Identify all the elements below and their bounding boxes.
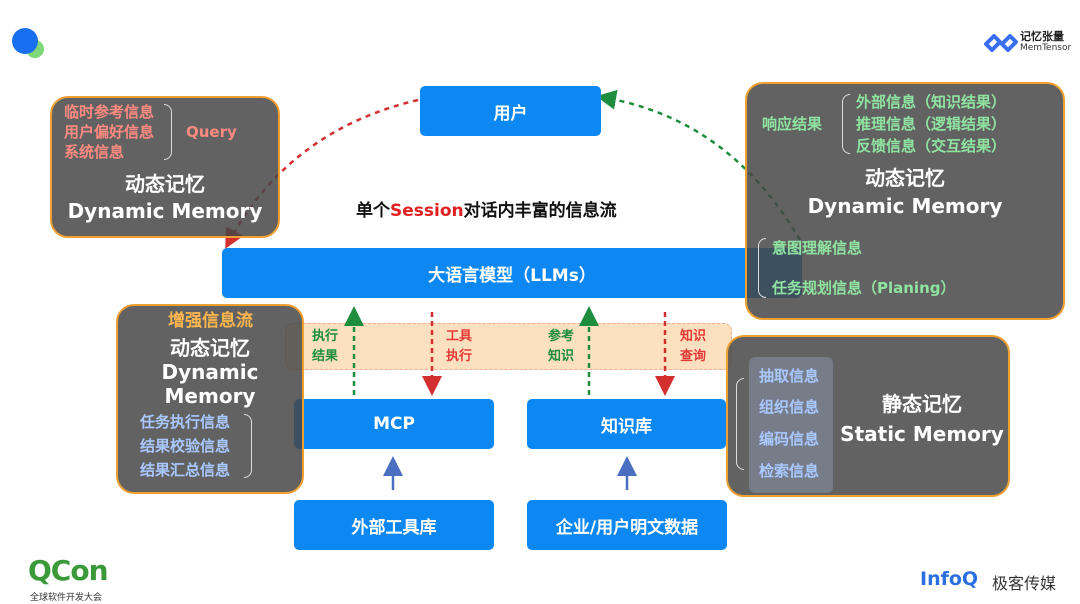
qcon-subtitle: 全球软件开发大会 <box>30 593 103 603</box>
tr-item-0: 外部信息（知识结果） <box>856 93 1007 111</box>
br-brace <box>736 378 744 470</box>
tr-brace-1 <box>842 94 850 154</box>
node-enterprise-data: 企业/用户明文数据 <box>527 500 727 550</box>
overlay-tl-en: Dynamic Memory <box>67 199 263 223</box>
tr-group: 响应结果 <box>762 115 823 133</box>
br-item-2: 编码信息 <box>759 430 820 448</box>
title-highlight: Session <box>390 201 464 221</box>
band-label: 增强信息流 <box>168 311 253 331</box>
flow-label-ref-knowledge: 参考知识 <box>548 329 575 364</box>
tr-item-2: 反馈信息（交互结果） <box>856 137 1007 155</box>
overlay-bl-en1: Dynamic <box>161 360 259 384</box>
overlay-bl-cn: 动态记忆 <box>170 336 250 360</box>
logo-circles <box>12 28 52 60</box>
tr-item-1: 推理信息（逻辑结果） <box>856 115 1007 133</box>
overlay-tr-en: Dynamic Memory <box>807 194 1003 218</box>
diagram-title: 单个Session对话内丰富的信息流 <box>356 196 617 221</box>
br-item-1: 组织信息 <box>759 398 820 416</box>
memtensor-logo: 记忆张量 MemTensor <box>982 28 1072 56</box>
bl-brace <box>244 414 252 478</box>
qcon-logo: QCon <box>28 554 109 587</box>
overlay-top-left <box>50 96 280 238</box>
tl-brace <box>164 104 172 160</box>
overlay-br-cn: 静态记忆 <box>882 392 962 416</box>
tl-item-2: 系统信息 <box>64 143 125 161</box>
node-user: 用户 <box>420 86 601 136</box>
node-knowledge-base: 知识库 <box>527 399 726 449</box>
tl-item-1: 用户偏好信息 <box>64 123 155 141</box>
bl-item-2: 结果汇总信息 <box>140 461 231 479</box>
overlay-bl-en2: Memory <box>164 384 256 408</box>
title-suffix: 对话内丰富的信息流 <box>463 201 617 221</box>
tl-item-0: 临时参考信息 <box>64 103 155 121</box>
infoq-logo: InfoQ <box>920 568 979 590</box>
tr-item2-1: 任务规划信息（Planing） <box>772 279 956 297</box>
tr-item2-0: 意图理解信息 <box>772 239 863 257</box>
memtensor-en: MemTensor <box>1020 43 1072 53</box>
overlay-top-right <box>745 82 1065 320</box>
node-mcp: MCP <box>294 399 494 449</box>
overlay-tr-cn: 动态记忆 <box>865 166 945 190</box>
overlay-br-en: Static Memory <box>840 422 1004 446</box>
title-prefix: 单个 <box>356 201 390 221</box>
node-external-tools: 外部工具库 <box>294 500 494 550</box>
flow-label-tool-exec: 工具执行 <box>446 329 473 364</box>
br-item-3: 检索信息 <box>759 462 820 480</box>
memtensor-cn: 记忆张量 <box>1020 30 1064 43</box>
node-llm: 大语言模型（LLMs） <box>222 248 802 298</box>
flow-label-kb-query: 知识查询 <box>680 329 707 364</box>
flow-label-exec-result: 执行结果 <box>312 329 339 364</box>
overlay-tl-cn: 动态记忆 <box>125 172 205 196</box>
bl-item-0: 任务执行信息 <box>140 413 231 431</box>
tl-query: Query <box>186 123 237 141</box>
br-inner-box <box>749 357 833 493</box>
bl-item-1: 结果校验信息 <box>140 437 231 455</box>
tr-brace-2 <box>758 238 766 298</box>
infoq-cn: 极客传媒 <box>992 574 1057 593</box>
br-item-0: 抽取信息 <box>759 367 820 385</box>
memtensor-logo-icon <box>984 34 1018 52</box>
overlay-bottom-left <box>116 304 304 494</box>
